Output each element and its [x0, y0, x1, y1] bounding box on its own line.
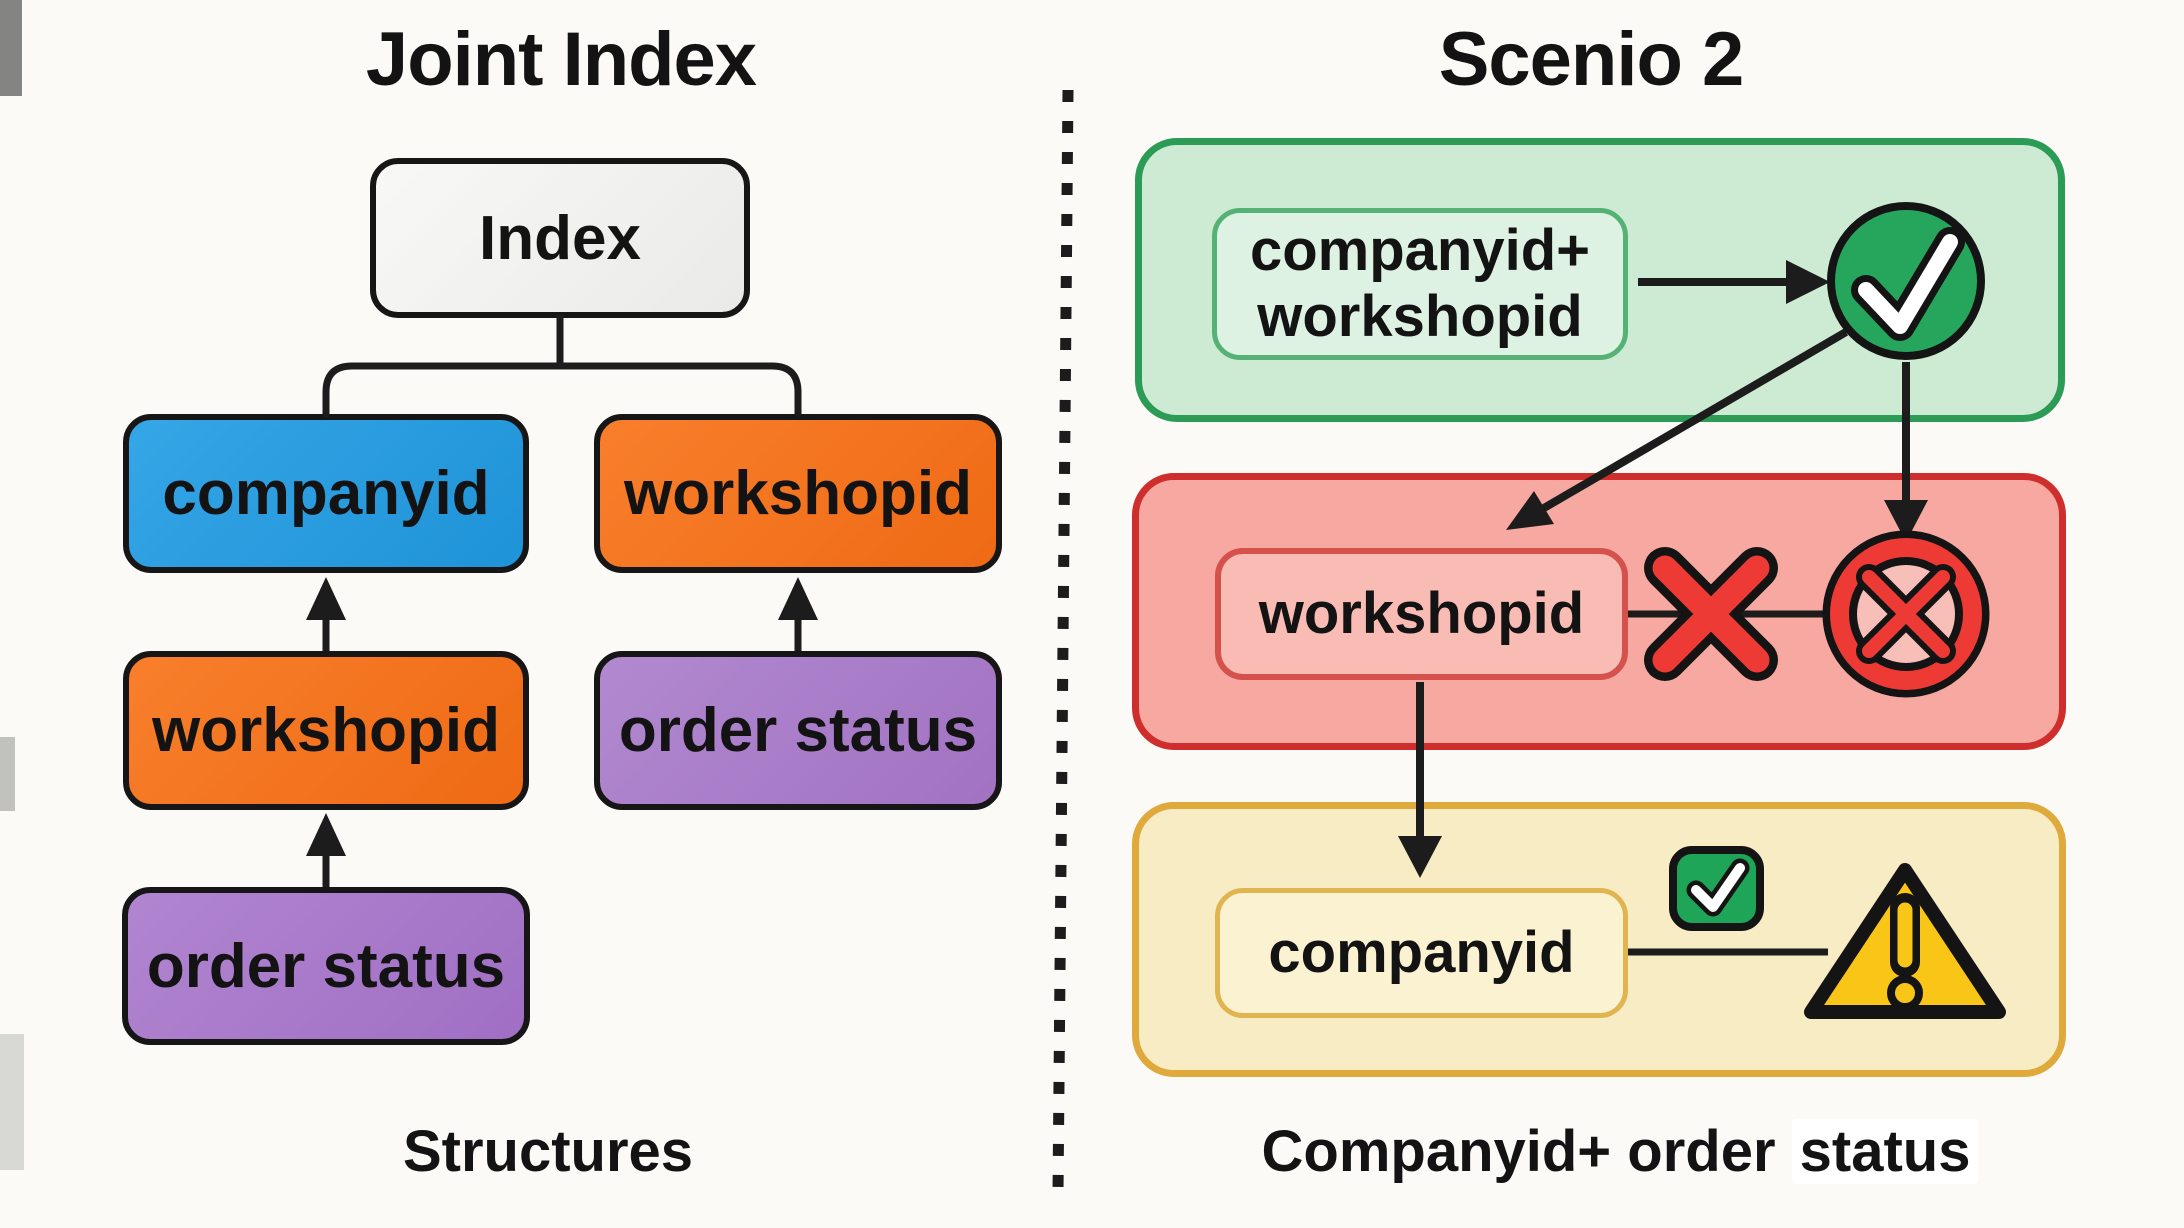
companyid-node: companyid [123, 414, 529, 573]
arrow-workshopid-to-companyid [306, 577, 346, 651]
workshopid-node-right: workshopid [594, 414, 1002, 573]
companyid-workshopid-line1: companyid+ [1249, 217, 1591, 283]
order-status-node-bottom: order status [122, 887, 530, 1045]
right-panel-title: Scenio 2 [1438, 17, 1745, 102]
companyid-workshopid-line2: workshopid [1257, 284, 1583, 349]
workshopid-node-left: workshopid [123, 651, 529, 810]
arrow-orderstatus-to-workshopid-right [778, 577, 818, 651]
left-panel-title: Joint Index [365, 17, 757, 102]
arrow-orderstatus-to-workshopid-left [306, 813, 346, 887]
order-status-node-right: order status [594, 651, 1002, 810]
caption-lead: Companyid+ order [1261, 1119, 1792, 1184]
right-panel-caption: Companyid+ order status [1220, 1118, 2020, 1185]
companyid-box: companyid [1215, 888, 1628, 1018]
scan-artifacts [0, 0, 24, 1170]
companyid-workshopid-box: companyid+ workshopid [1212, 208, 1628, 360]
panel-divider-dotted-line [1052, 89, 1074, 1193]
index-node: Index [370, 158, 750, 318]
left-panel-caption: Structures [402, 1119, 694, 1184]
index-tree-connector [322, 314, 802, 418]
workshopid-box: workshopid [1215, 548, 1628, 680]
caption-highlight: status [1791, 1119, 1979, 1184]
